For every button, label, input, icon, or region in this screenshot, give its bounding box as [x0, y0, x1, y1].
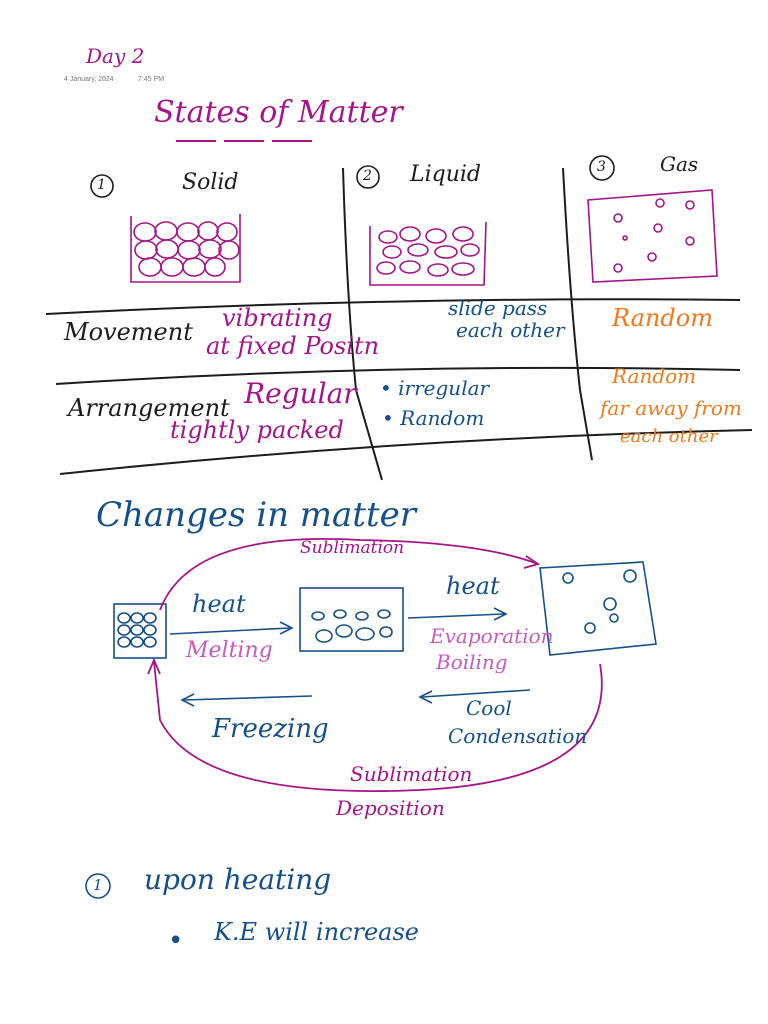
table-vertical-line-1 [342, 167, 383, 481]
changes-title: Changes in matter [96, 495, 417, 535]
boiling-label: Boiling [436, 650, 508, 674]
heat-label-1: heat [192, 590, 246, 618]
arrangement-liquid-line2: • Random [382, 406, 485, 430]
note-date: 4 January, 2024 [64, 76, 114, 83]
evaporation-label: Evaporation [430, 624, 554, 648]
heat-label-2: heat [446, 572, 500, 600]
movement-liquid-line1: slide pass [448, 296, 548, 320]
condensation-arrow [421, 689, 531, 698]
melting-arrowhead [279, 621, 294, 635]
table-horizontal-line-2 [55, 366, 741, 385]
arrangement-gas-line3: each other [620, 426, 718, 447]
movement-solid-line1: vibrating [222, 304, 333, 332]
state-name-liquid: Liquid [410, 162, 482, 187]
arrangement-solid-line2: tightly packed [170, 416, 344, 444]
state-number-1: 1 [97, 177, 106, 193]
deposition-label: Deposition [336, 796, 445, 820]
state-name-gas: Gas [660, 152, 699, 176]
sublimation-bottom-arrowhead [147, 657, 161, 675]
sublimation-bottom-arc [153, 661, 603, 793]
arrangement-solid-line1: Regular [244, 377, 357, 410]
note-line-2: K.E will increase [214, 918, 419, 946]
melting-arrow [169, 627, 291, 635]
circle-number-1 [90, 174, 114, 198]
diagram-liquid-box [299, 587, 404, 652]
arrangement-gas-line1: Random [612, 364, 697, 388]
movement-liquid-line2: each other [456, 318, 565, 342]
circle-number-3 [589, 155, 615, 181]
state-number-3: 3 [597, 159, 606, 175]
state-name-solid: Solid [182, 170, 239, 195]
diagram-solid-box [113, 603, 167, 659]
evaporation-arrow [407, 613, 505, 619]
diagram-gas-box [539, 561, 657, 656]
page-title: States of Matter [154, 95, 403, 130]
sublimation-bottom-label: Sublimation [350, 762, 473, 786]
liquid-particle-drawing [369, 221, 487, 286]
sublimation-top-arc [159, 538, 539, 611]
table-horizontal-line-1 [45, 298, 741, 315]
day-title: Day 2 [86, 44, 145, 68]
table-horizontal-line-3 [59, 429, 753, 475]
movement-gas: Random [612, 304, 713, 332]
condensation-arrowhead [418, 690, 433, 704]
freezing-arrowhead [180, 693, 195, 707]
freezing-arrow [183, 695, 313, 701]
solid-particle-drawing [130, 214, 241, 283]
circle-number-2 [356, 165, 380, 189]
condensation-label: Condensation [448, 724, 588, 748]
freezing-label: Freezing [212, 714, 329, 744]
movement-solid-line2: at fixed Positn [206, 332, 380, 360]
note-bullet: • [168, 926, 184, 956]
row-label-arrangement: Arrangement [68, 394, 230, 422]
sublimation-top-arrowhead [523, 555, 541, 569]
evaporation-arrowhead [493, 607, 508, 621]
note-line-1: upon heating [144, 863, 332, 896]
row-label-movement: Movement [64, 318, 193, 346]
note-time: 7:45 PM [138, 76, 165, 83]
note-circle-1 [85, 873, 111, 899]
arrangement-gas-line2: far away from [600, 396, 742, 420]
sublimation-top-label: Sublimation [300, 538, 405, 558]
arrangement-liquid-line1: • irregular [380, 376, 490, 400]
note-number-1: 1 [93, 876, 103, 894]
table-vertical-line-2 [562, 167, 593, 461]
cool-label: Cool [466, 696, 512, 720]
gas-particle-drawing [587, 189, 718, 283]
state-number-2: 2 [363, 168, 372, 184]
melting-label: Melting [186, 638, 273, 663]
